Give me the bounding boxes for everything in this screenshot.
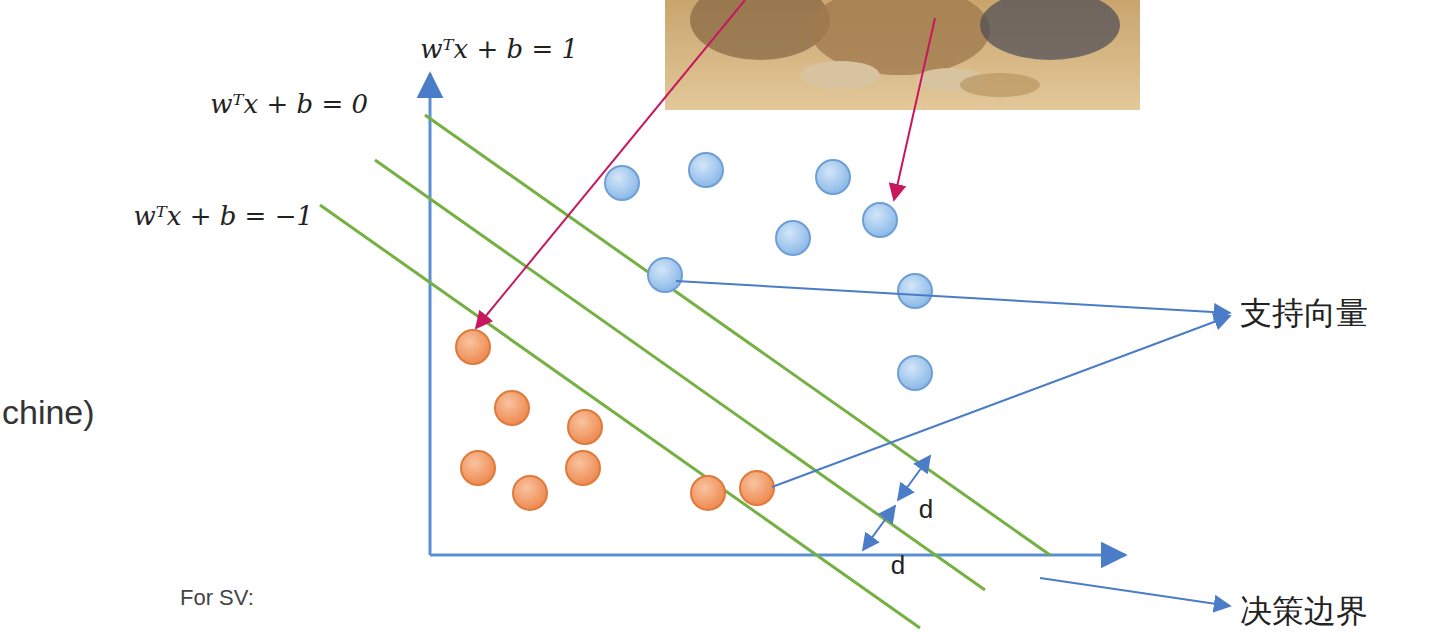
boundary-label: 决策边界: [1240, 593, 1368, 630]
y-axis: [429, 74, 432, 555]
title-fragment: chine): [2, 393, 95, 432]
support-vector-leaders: [676, 281, 1230, 606]
margin-label: d: [891, 551, 905, 581]
support-vector-label: 支持向量: [1240, 295, 1368, 332]
hyperplanes: [320, 115, 1050, 628]
margin-label: d: [919, 495, 933, 525]
negative-points: [456, 330, 774, 510]
hyperplane-label: wᵀx + b = 1: [420, 35, 578, 65]
note: For SV:: [180, 585, 254, 610]
hyperplane-label: wᵀx + b = −1: [134, 202, 313, 232]
photo: [665, 0, 1140, 110]
x-axis: [430, 554, 1125, 557]
hyperplane-label: wᵀx + b = 0: [210, 90, 368, 120]
positive-points: [605, 153, 932, 390]
